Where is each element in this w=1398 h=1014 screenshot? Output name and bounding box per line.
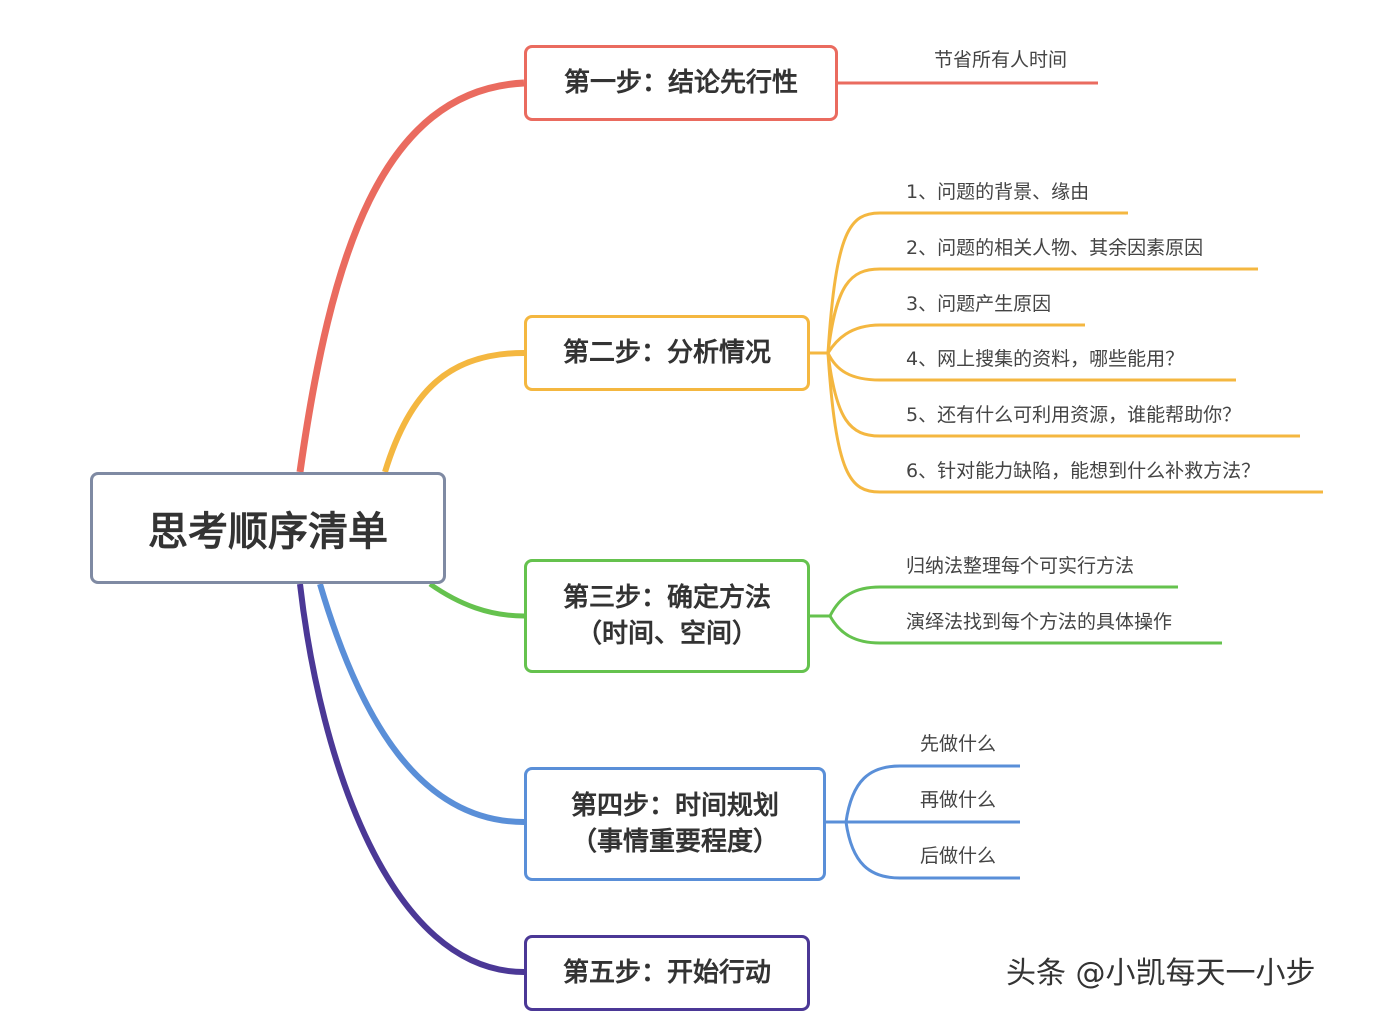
leaf-node[interactable]: 归纳法整理每个可实行方法 — [906, 555, 1135, 577]
branch-line-step2 — [382, 350, 525, 473]
leaf-node[interactable]: 再做什么 — [920, 789, 997, 811]
step-node-5[interactable]: 第五步：开始行动 — [524, 935, 810, 1011]
watermark: 头条 @小凯每天一小步 — [1006, 956, 1316, 991]
leaf-lines-step2 — [810, 211, 1323, 494]
step-node-1[interactable]: 第一步：结论先行性 — [524, 45, 838, 121]
leaf-node[interactable]: 后做什么 — [920, 845, 997, 867]
leaf-node[interactable]: 先做什么 — [920, 733, 997, 755]
branch-line-step3 — [428, 581, 525, 619]
step-node-3[interactable]: 第三步：确定方法 （时间、空间） — [524, 559, 810, 673]
step-subtitle: （事情重要程度） — [570, 827, 779, 857]
leaf-node[interactable]: 节省所有人时间 — [934, 49, 1068, 71]
leaf-node[interactable]: 3、问题产生原因 — [906, 293, 1052, 315]
leaf-node[interactable]: 演绎法找到每个方法的具体操作 — [906, 611, 1173, 633]
step-title: 第五步：开始行动 — [562, 958, 771, 988]
step-title: 第三步：确定方法 — [562, 583, 771, 613]
leaf-node[interactable]: 5、还有什么可利用资源，谁能帮助你？ — [906, 404, 1242, 426]
leaf-lines-step3 — [810, 585, 1222, 645]
branch-line-step4 — [317, 583, 525, 825]
leaf-node[interactable]: 1、问题的背景、缘由 — [906, 181, 1090, 203]
step-subtitle: （时间、空间） — [575, 619, 758, 649]
step-title: 第四步：时间规划 — [570, 791, 779, 821]
leaf-node[interactable]: 6、针对能力缺陷，能想到什么补救方法？ — [906, 460, 1261, 482]
leaf-node[interactable]: 4、网上搜集的资料，哪些能用？ — [906, 348, 1185, 370]
step-title: 第二步：分析情况 — [562, 338, 771, 368]
root-node[interactable]: 思考顺序清单 — [90, 472, 446, 584]
step-node-4[interactable]: 第四步：时间规划 （事情重要程度） — [524, 767, 826, 881]
step-node-2[interactable]: 第二步：分析情况 — [524, 315, 810, 391]
branch-line-step5 — [297, 583, 525, 975]
step-title: 第一步：结论先行性 — [563, 68, 798, 98]
leaf-node[interactable]: 2、问题的相关人物、其余因素原因 — [906, 237, 1204, 259]
branch-line-step1 — [296, 79, 525, 473]
leaf-lines-step4 — [826, 764, 1020, 880]
root-title: 思考顺序清单 — [148, 509, 388, 555]
